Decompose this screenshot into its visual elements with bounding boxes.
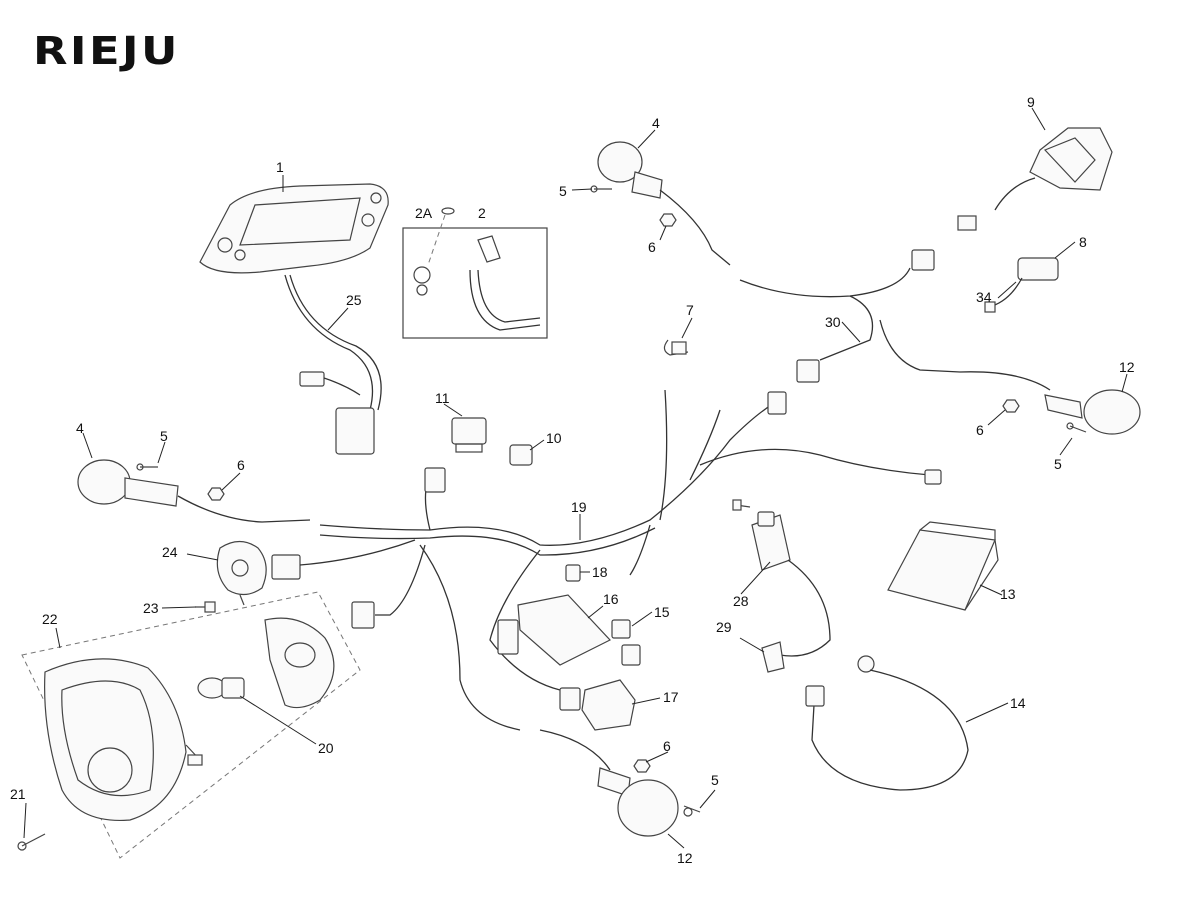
callout-22: 22 xyxy=(42,611,58,627)
callout-16: 16 xyxy=(603,591,619,607)
callout-labels: 1 25 2A 2 4 5 6 9 8 34 7 30 12 6 5 4 5 6… xyxy=(10,94,1135,866)
callout-14: 14 xyxy=(1010,695,1026,711)
part-12-rear-turn-signal-right xyxy=(1044,389,1141,435)
callout-5-right: 5 xyxy=(1054,456,1062,472)
part-5-screw-left xyxy=(136,463,158,471)
part-28-ignition-coil xyxy=(732,499,831,657)
part-18-connector xyxy=(565,564,581,582)
callout-8: 8 xyxy=(1079,234,1087,250)
callout-9: 9 xyxy=(1027,94,1035,110)
callout-17: 17 xyxy=(663,689,679,705)
callout-2: 2 xyxy=(478,205,486,221)
callout-12-bottom: 12 xyxy=(677,850,693,866)
part-20-headlight-bulb xyxy=(197,677,245,699)
part-14-sensor-cable xyxy=(805,655,969,791)
callout-28: 28 xyxy=(733,593,749,609)
callout-13: 13 xyxy=(1000,586,1016,602)
part-21-screw xyxy=(17,833,46,851)
callout-4-left: 4 xyxy=(76,420,84,436)
part-6-nut-right xyxy=(1002,399,1020,413)
part-15-relay xyxy=(611,619,641,666)
part-1-instrument-cluster xyxy=(199,183,389,274)
callout-21: 21 xyxy=(10,786,26,802)
callout-6-right: 6 xyxy=(976,422,984,438)
callout-6-top: 6 xyxy=(648,239,656,255)
part-6-nut-top xyxy=(659,213,677,227)
callout-5-top: 5 xyxy=(559,183,567,199)
callout-23: 23 xyxy=(143,600,159,616)
callout-25: 25 xyxy=(346,292,362,308)
callout-1: 1 xyxy=(276,159,284,175)
part-25-cluster-cable xyxy=(284,274,382,455)
part-29-spark-plug-cap xyxy=(761,641,785,673)
callout-29: 29 xyxy=(716,619,732,635)
part-4-front-turn-signal-right xyxy=(597,141,731,266)
callout-10: 10 xyxy=(546,430,562,446)
part-4-front-turn-signal-left xyxy=(77,459,311,523)
part-5-screw-right xyxy=(1066,422,1087,433)
part-16-cdi-unit xyxy=(497,594,611,666)
callout-2a: 2A xyxy=(415,205,433,221)
callout-19: 19 xyxy=(571,499,587,515)
callout-4-top: 4 xyxy=(652,115,660,131)
part-23-horn-bolt xyxy=(195,601,216,613)
callout-6-left: 6 xyxy=(237,457,245,473)
part-5-screw-bottom xyxy=(683,805,701,817)
part-19-main-harness xyxy=(271,389,942,731)
part-9-tail-light xyxy=(957,127,1113,231)
callout-18: 18 xyxy=(592,564,608,580)
part-8-relay-bracket xyxy=(984,257,1059,313)
rieju-logo: RIEJU xyxy=(33,28,180,73)
callout-6-bottom: 6 xyxy=(663,738,671,754)
part-6-nut-bottom xyxy=(633,759,651,773)
callout-30: 30 xyxy=(825,314,841,330)
callout-34: 34 xyxy=(976,289,992,305)
part-13-battery xyxy=(887,521,999,611)
part-5-screw-top xyxy=(590,185,612,193)
leader-lines xyxy=(23,107,1128,849)
callout-20: 20 xyxy=(318,740,334,756)
callout-15: 15 xyxy=(654,604,670,620)
part-12-rear-turn-signal-left xyxy=(539,729,679,837)
callout-5-left: 5 xyxy=(160,428,168,444)
callout-24: 24 xyxy=(162,544,178,560)
part-11-relay xyxy=(451,417,487,453)
part-17-regulator xyxy=(559,679,636,731)
part-headlight-cover xyxy=(264,617,335,709)
part-7-cable-clip xyxy=(663,339,689,356)
logo-text: RIEJU xyxy=(33,28,180,73)
part-6-nut-left xyxy=(207,487,225,501)
callout-7: 7 xyxy=(686,302,694,318)
callout-5-bottom: 5 xyxy=(711,772,719,788)
callout-11: 11 xyxy=(435,390,450,406)
part-24-horn xyxy=(216,540,267,606)
part-22-headlight-assembly xyxy=(21,591,361,859)
callout-12-top: 12 xyxy=(1119,359,1135,375)
part-10-flasher xyxy=(509,444,533,466)
part-30-rear-harness xyxy=(739,249,1051,391)
part-2-sensor-inset xyxy=(402,207,548,339)
